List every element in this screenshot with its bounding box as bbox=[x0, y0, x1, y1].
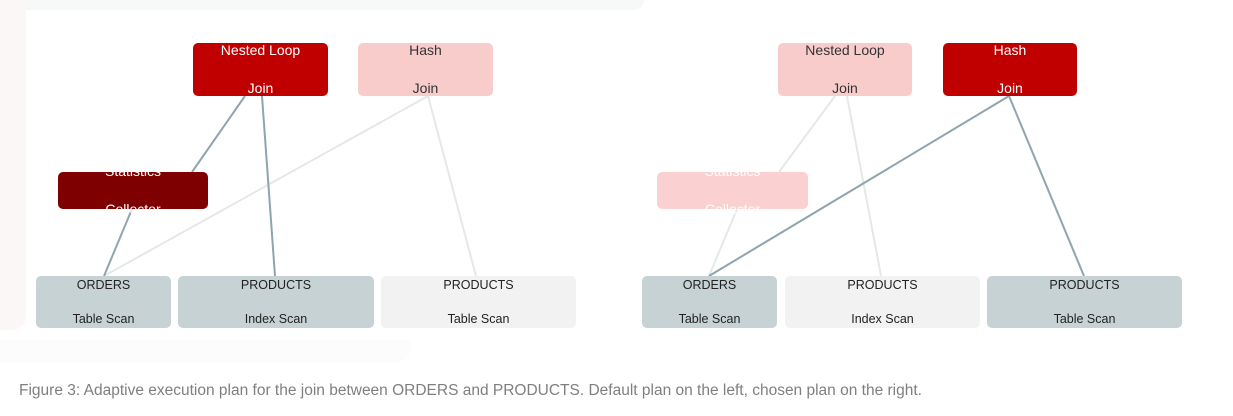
right-products-index-scan-line2: Index Scan bbox=[851, 311, 914, 326]
left-orders-table-scan-line2: Table Scan bbox=[72, 311, 135, 326]
left-nested-loop-join-line1: Nested Loop bbox=[220, 42, 301, 58]
right-statistics-collector-line2: Collector bbox=[704, 201, 761, 217]
left-nested-loop-join-line2: Join bbox=[247, 80, 274, 96]
right-edge-nlj-to-products-index bbox=[846, 95, 882, 277]
right-edge-hash-to-orders bbox=[708, 95, 1010, 277]
right-products-index-scan-node: PRODUCTS Index Scan bbox=[785, 276, 980, 328]
left-edge-hash-to-products-table bbox=[427, 95, 477, 277]
right-statistics-collector-line1: Statistics bbox=[704, 163, 761, 179]
left-products-table-scan-line1: PRODUCTS bbox=[443, 277, 514, 292]
left-hash-join-node: Hash Join bbox=[358, 42, 493, 96]
left-statistics-collector-node: Statistics Collector bbox=[58, 163, 208, 217]
right-orders-table-scan-node: ORDERS Table Scan bbox=[642, 276, 777, 328]
left-edge-nlj-to-products-index bbox=[261, 95, 276, 277]
right-products-table-scan-line1: PRODUCTS bbox=[1049, 277, 1120, 292]
right-hash-join-line2: Join bbox=[997, 80, 1023, 96]
left-nested-loop-join-node: Nested Loop Join bbox=[193, 42, 328, 96]
left-orders-table-scan-line1: ORDERS bbox=[76, 277, 131, 292]
right-edge-nlj-to-statistics bbox=[778, 95, 836, 173]
right-nested-loop-join-node: Nested Loop Join bbox=[778, 42, 912, 96]
left-products-index-scan-node: PRODUCTS Index Scan bbox=[178, 276, 374, 328]
right-orders-table-scan-line2: Table Scan bbox=[678, 311, 741, 326]
right-nested-loop-join-line2: Join bbox=[832, 80, 858, 96]
left-statistics-collector-line1: Statistics bbox=[104, 163, 161, 179]
left-hash-join-line2: Join bbox=[412, 80, 439, 96]
left-products-table-scan-line2: Table Scan bbox=[447, 311, 510, 326]
left-products-index-scan-line1: PRODUCTS bbox=[240, 277, 312, 292]
left-hash-join-line1: Hash bbox=[409, 42, 442, 58]
right-edge-statistics-to-orders bbox=[708, 208, 738, 277]
left-orders-table-scan-node: ORDERS Table Scan bbox=[36, 276, 171, 328]
left-products-table-scan-node: PRODUCTS Table Scan bbox=[381, 276, 576, 328]
right-statistics-collector-node: Statistics Collector bbox=[657, 163, 808, 217]
right-products-table-scan-line2: Table Scan bbox=[1053, 311, 1116, 326]
right-products-table-scan-node: PRODUCTS Table Scan bbox=[987, 276, 1182, 328]
left-edge-statistics-to-orders bbox=[103, 208, 133, 277]
left-statistics-collector-line2: Collector bbox=[105, 201, 161, 217]
figure-caption: Figure 3: Adaptive execution plan for th… bbox=[19, 382, 922, 399]
right-orders-table-scan-line1: ORDERS bbox=[682, 277, 737, 292]
right-edge-hash-to-products-table bbox=[1008, 95, 1085, 277]
right-products-index-scan-line1: PRODUCTS bbox=[847, 277, 918, 292]
right-hash-join-node: Hash Join bbox=[943, 42, 1077, 96]
right-hash-join-line1: Hash bbox=[993, 42, 1027, 58]
left-edge-hash-to-orders bbox=[103, 95, 429, 277]
left-edge-nlj-to-statistics bbox=[191, 95, 246, 173]
right-nested-loop-join-line1: Nested Loop bbox=[805, 42, 885, 58]
left-products-index-scan-line2: Index Scan bbox=[244, 311, 308, 326]
